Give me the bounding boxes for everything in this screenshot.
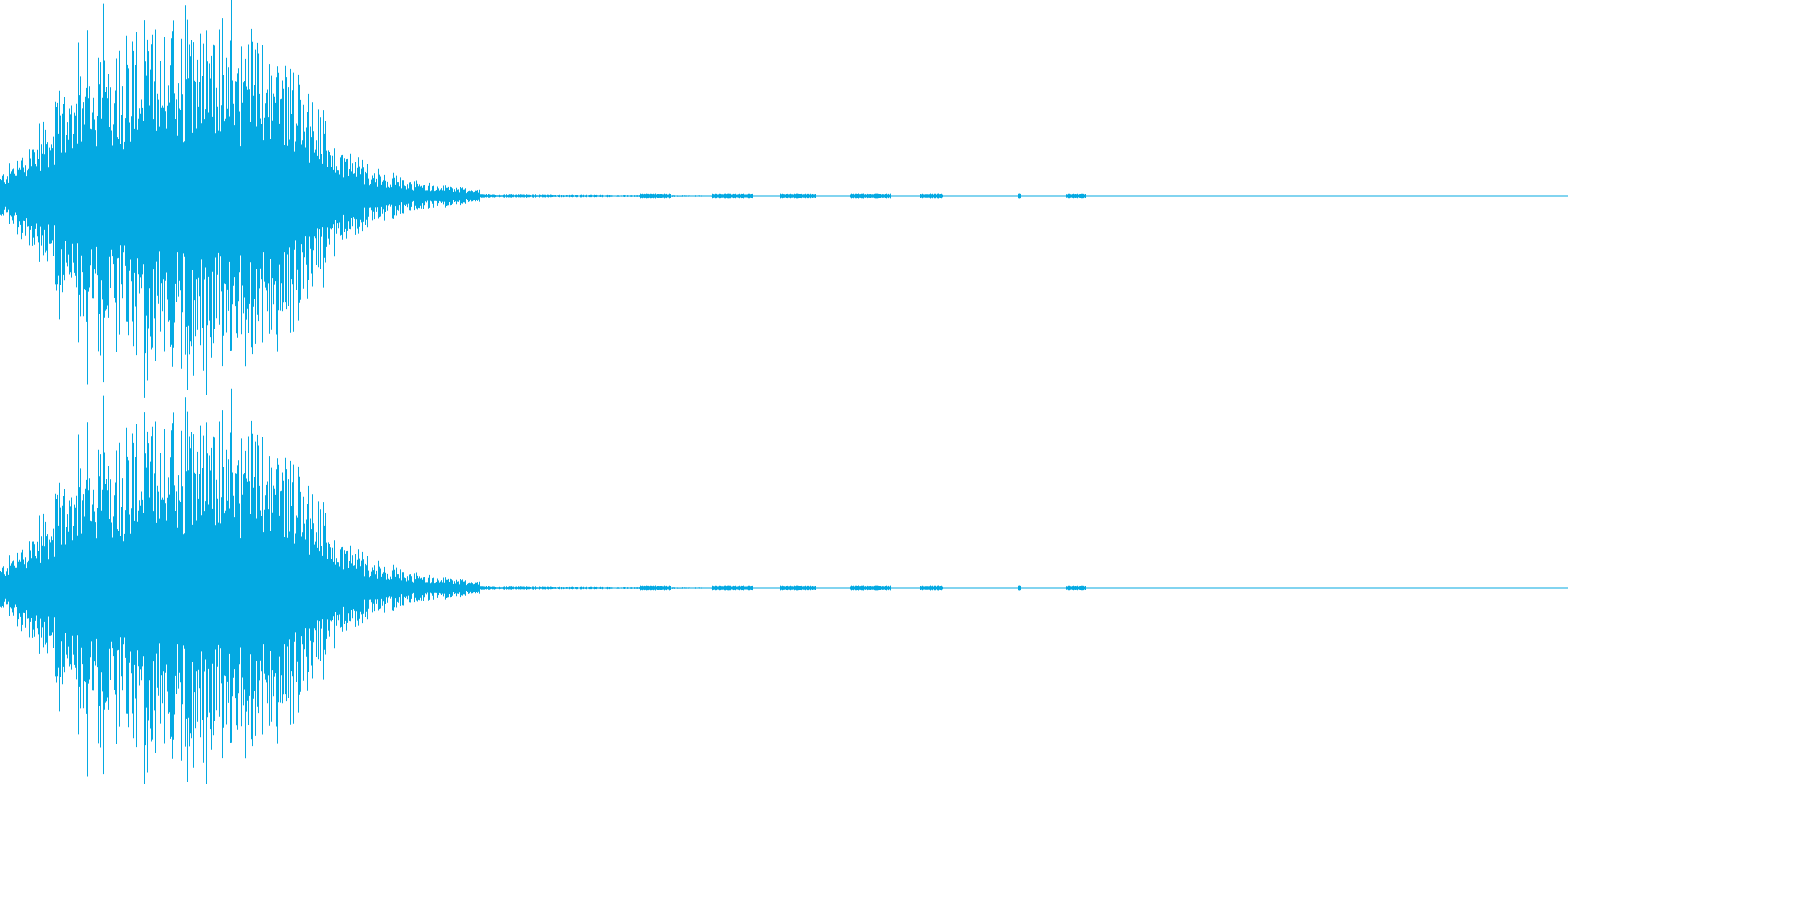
waveform-view	[0, 0, 1568, 784]
channel-1-waveform	[0, 0, 1568, 398]
waveform-signal	[0, 0, 1086, 398]
stereo-waveform	[0, 0, 1568, 784]
waveform-signal	[0, 388, 1086, 784]
channel-2-waveform	[0, 388, 1568, 784]
